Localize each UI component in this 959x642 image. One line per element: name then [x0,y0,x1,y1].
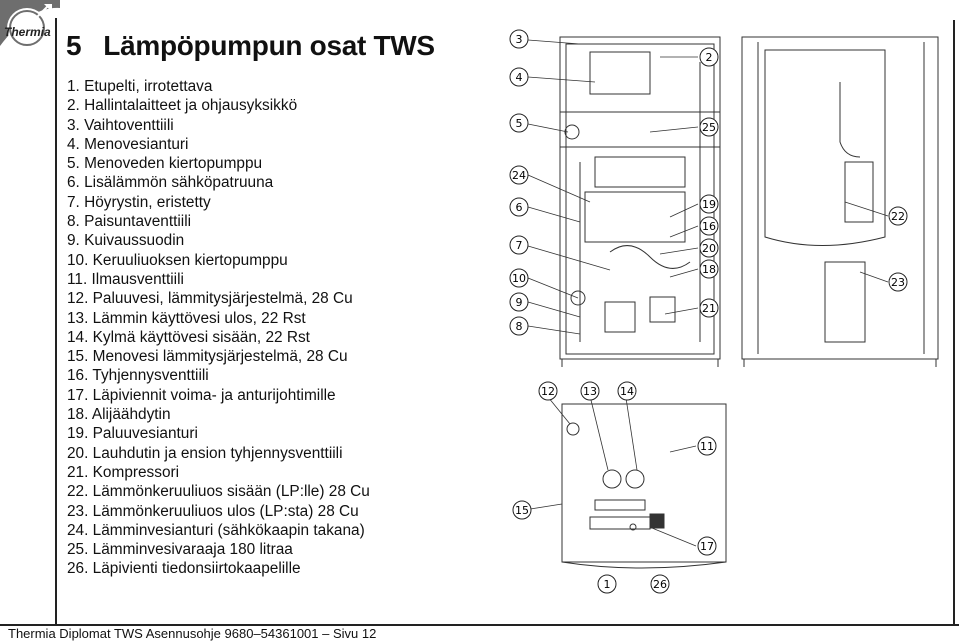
callout-circle [699,216,719,236]
parts-list: 1. Etupelti, irrotettava 2. Hallintalaitt… [67,77,370,579]
callout-circle [509,235,529,255]
callout-label: 16 [702,220,716,233]
bottom-view [561,403,727,563]
parts-list-item: 20. Lauhdutin ja ension tyhjennysventtii… [67,444,343,462]
callout-circle [699,194,719,214]
parts-list-item: 26. Läpivienti tiedonsiirtokaapelille [67,560,301,578]
parts-list-item: 22. Lämmönkeruuliuos sisään (LP:lle) 28 … [67,483,370,501]
callout-label: 17 [700,540,714,553]
callout-circle [509,165,529,185]
callout-circle [697,536,717,556]
side-view-cabinet [741,36,939,360]
callout-circle [888,206,908,226]
callout-label: 8 [516,320,523,333]
heat-pump-diagram: 3 4 5 24 6 7 10 9 8 2 25 19 16 20 18 21 22 23 12 13 14 11 15 17… [509,29,939,594]
callout-circle [699,47,719,67]
callout-label: 22 [891,210,905,223]
parts-list-item: 11. Ilmausventtiili [67,270,184,288]
parts-list-item: 2. Hallintalaitteet ja ohjausyksikkö [67,97,298,115]
callout-circle [699,259,719,279]
parts-list-item: 13. Lämmin käyttövesi ulos, 22 Rst [67,309,306,327]
frame-bottom [0,624,959,626]
callout-label: 15 [515,504,529,517]
callout-circle [538,381,558,401]
parts-list-item: 25. Lämminvesivaraaja 180 litraa [67,541,293,559]
callout-circle [509,316,529,336]
logo-text: Thermia [4,25,51,39]
callout-label: 1 [604,578,611,591]
callout-circle [509,67,529,87]
parts-list-item: 6. Lisälämmön sähköpatruuna [67,174,274,192]
callout-circle [617,381,637,401]
parts-list-item: 3. Vaihtoventtiili [67,116,174,134]
section-title: Lämpöpumpun osat TWS [103,30,435,61]
parts-list-item: 19. Paluuvesianturi [67,425,198,443]
parts-list-item: 17. Läpiviennit voima- ja anturijohtimil… [67,386,336,404]
callout-label: 11 [700,440,714,453]
parts-list-item: 1. Etupelti, irrotettava [67,78,213,95]
callout-circle [580,381,600,401]
callout-label: 14 [620,385,634,398]
parts-list-item: 8. Paisuntaventtiili [67,213,192,231]
callout-label: 3 [516,33,523,46]
callout-circle [512,500,532,520]
callout-circle [509,113,529,133]
parts-list-item: 23. Lämmönkeruuliuos ulos (LP:sta) 28 Cu [67,502,359,520]
callout-label: 18 [702,263,716,276]
water-tank [764,49,886,246]
callout-label: 24 [512,169,526,182]
callout-circle [699,238,719,258]
section-heading: 5 Lämpöpumpun osat TWS [66,30,435,62]
callout-label: 26 [653,578,667,591]
callout-label: 9 [516,296,523,309]
callout-circle [597,574,617,594]
callout-label: 5 [516,117,523,130]
callout-label: 21 [702,302,716,315]
callout-label: 6 [516,201,523,214]
parts-list-item: 16. Tyhjennysventtiili [67,367,209,385]
callout-label: 10 [512,272,526,285]
front-view-cabinet [559,36,721,360]
callout-label: 23 [891,276,905,289]
callout-label: 12 [541,385,555,398]
parts-list-item: 18. Alijäähdytin [67,406,171,424]
callout-circle [509,292,529,312]
callout-label: 13 [583,385,597,398]
callout-label: 2 [706,51,713,64]
section-number: 5 [66,30,82,61]
callout-circle [509,29,529,49]
parts-list-item: 12. Paluuvesi, lämmitysjärjestelmä, 28 C… [67,290,353,308]
parts-list-item: 7. Höyrystin, eristetty [67,193,211,211]
callout-circle [699,117,719,137]
parts-list-item: 21. Kompressori [67,463,180,481]
callout-circle [509,197,529,217]
page-footer: Thermia Diplomat TWS Asennusohje 9680–54… [8,626,377,641]
callout-circle [699,298,719,318]
callout-label: 20 [702,242,716,255]
frame-right [953,20,955,626]
callout-circle [888,272,908,292]
parts-list-item: 4. Menovesianturi [67,135,189,153]
callout-markers: 3 4 5 24 6 7 10 9 8 2 25 19 16 20 18 21 22 23 12 13 14 11 15 17… [509,29,908,594]
callout-circle [509,268,529,288]
parts-list-item: 15. Menovesi lämmitysjärjestelmä, 28 Cu [67,348,348,366]
callout-label: 25 [702,121,716,134]
callout-label: 4 [516,71,523,84]
parts-list-item: 14. Kylmä käyttövesi sisään, 22 Rst [67,328,310,346]
parts-list-item: 24. Lämminvesianturi (sähkökaapin takana… [67,521,365,539]
frame-left [55,18,57,626]
callout-label: 19 [702,198,716,211]
parts-list-item: 5. Menoveden kiertopumppu [67,155,263,173]
thermia-logo: Thermia [0,0,60,48]
parts-list-item: 9. Kuivaussuodin [67,232,185,250]
callout-label: 7 [516,239,523,252]
callout-circle [650,574,670,594]
parts-list-item: 10. Keruuliuoksen kiertopumppu [67,251,288,269]
callout-circle [697,436,717,456]
